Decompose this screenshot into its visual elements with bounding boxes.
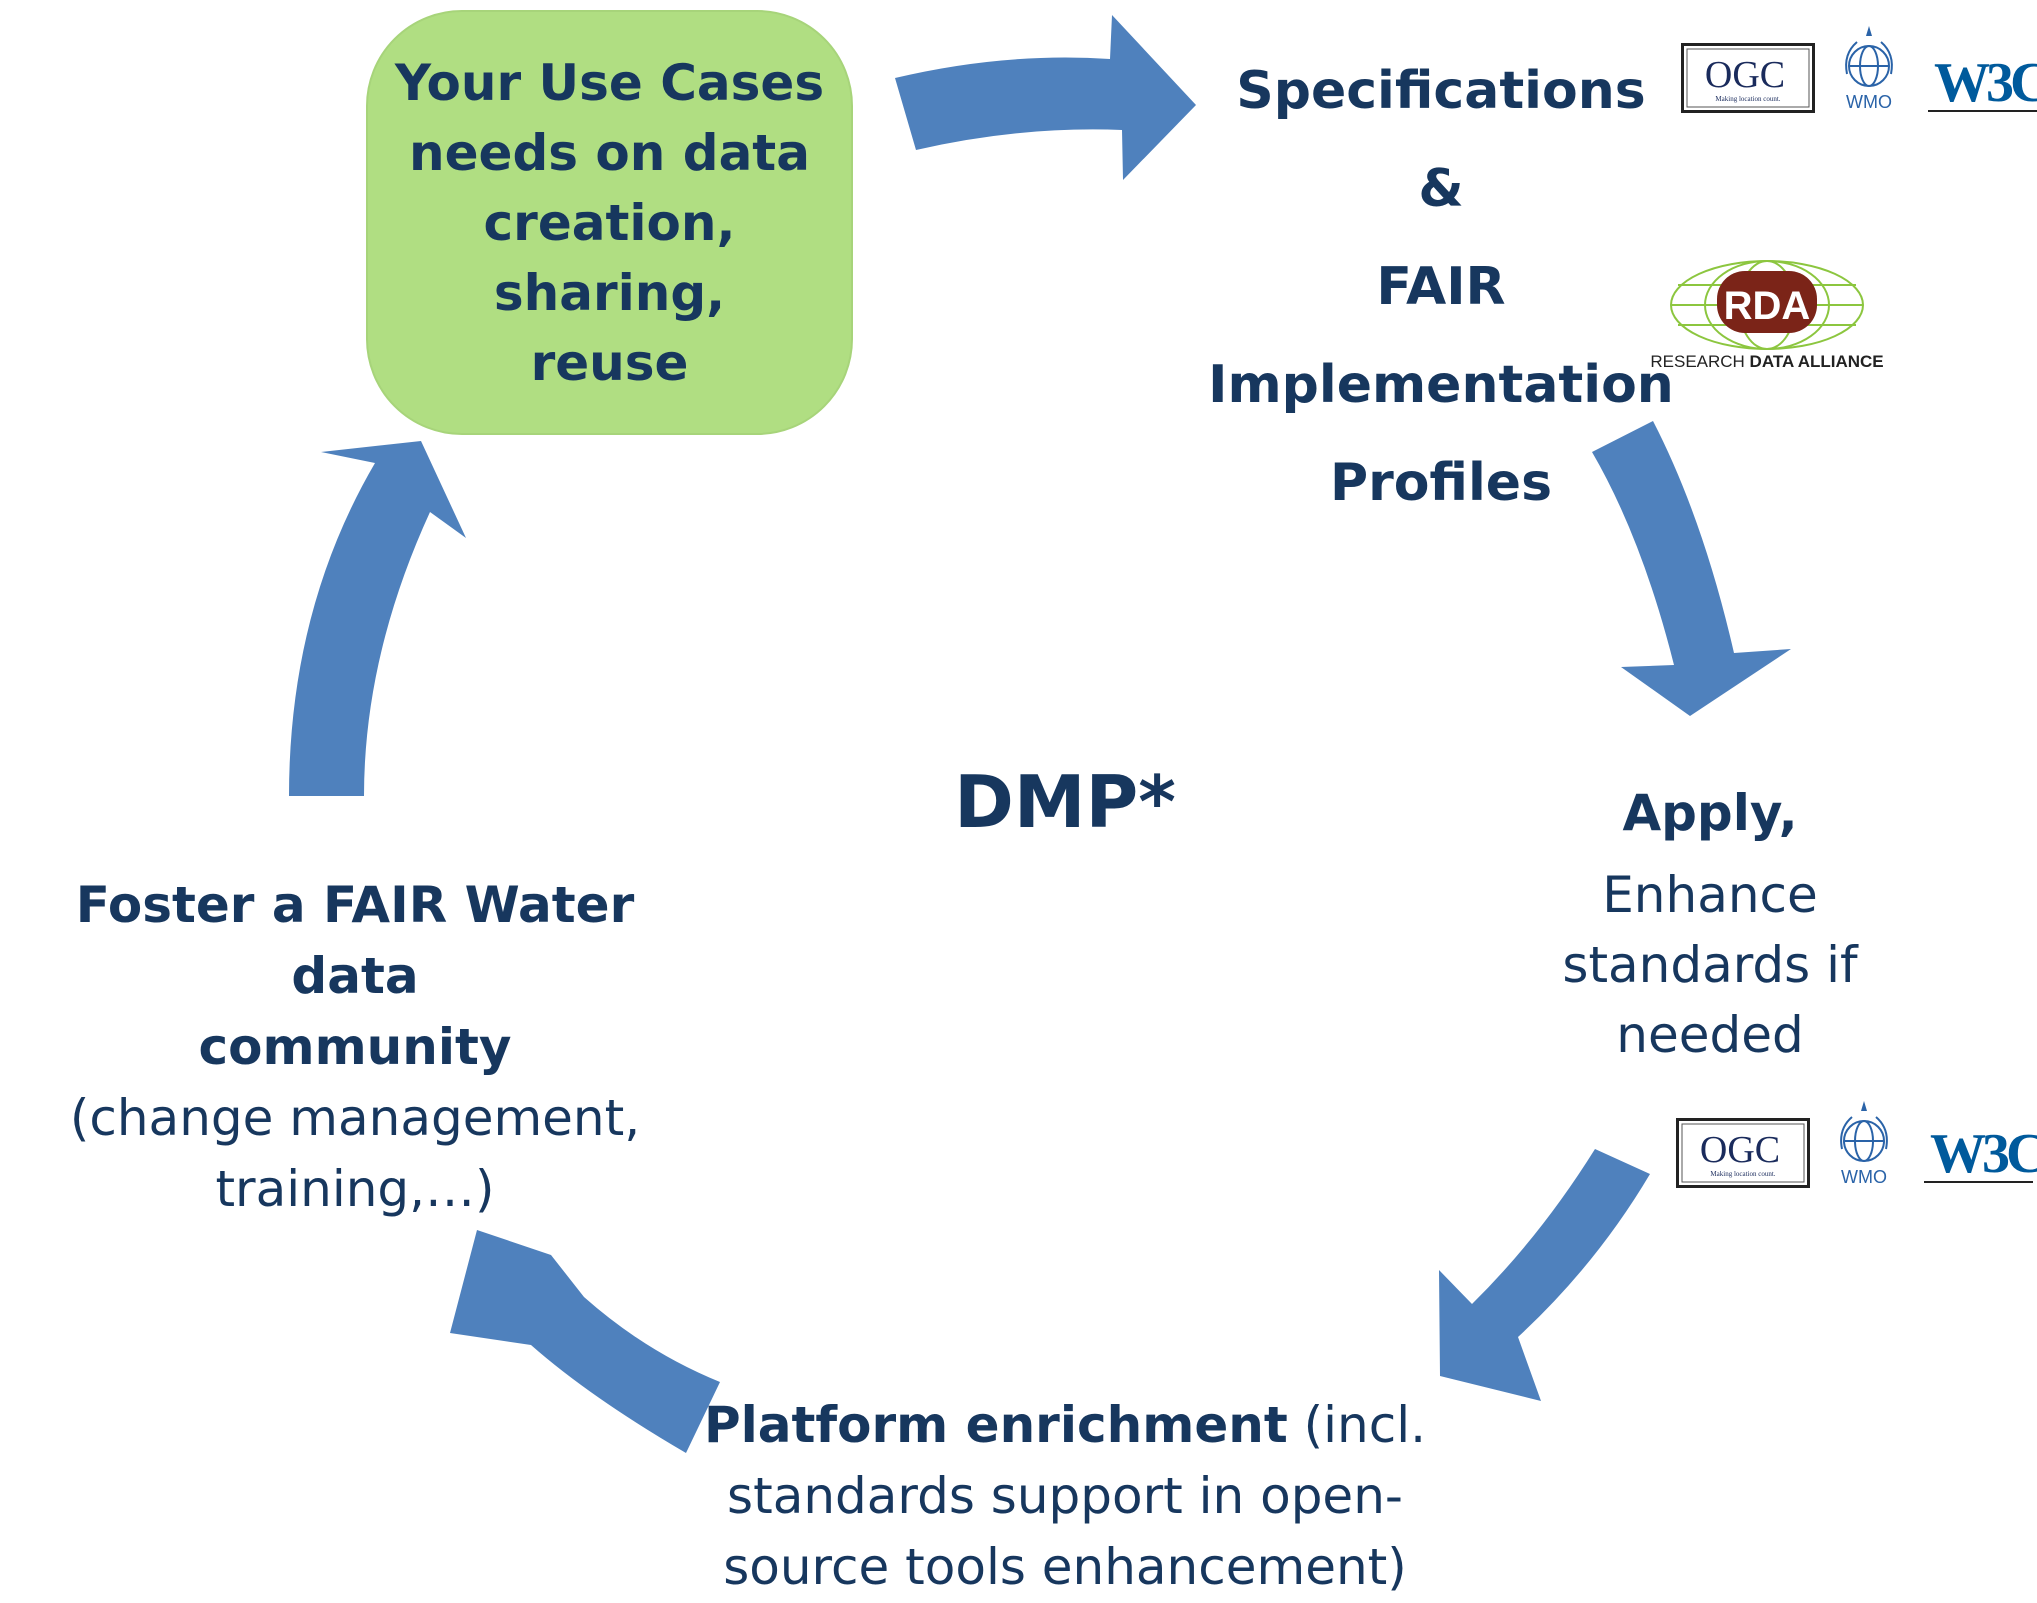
ogc-logo-tagline: Making location count. xyxy=(1710,1170,1775,1178)
w3c-logo: W3C xyxy=(1924,1123,2037,1185)
w3c-logo-text: W3C xyxy=(1934,52,2037,114)
platform-line: standards support in open- xyxy=(727,1467,1403,1525)
platform-first-line: Platform enrichment (incl. xyxy=(690,1390,1440,1461)
w3c-logo: W3C xyxy=(1928,52,2037,114)
foster-line: training,…) xyxy=(215,1160,495,1218)
platform-title-rest: (incl. xyxy=(1287,1396,1426,1454)
specifications-text: Specifications & FAIR Implementation Pro… xyxy=(1206,42,1676,532)
specifications-line: FAIR xyxy=(1376,257,1506,317)
apply-text: Apply, Enhance standards if needed xyxy=(1520,778,1900,1070)
platform-text: Platform enrichment (incl. standards sup… xyxy=(690,1390,1440,1603)
rda-tagline-light: RESEARCH xyxy=(1650,352,1749,371)
ogc-logo-tagline: Making location count. xyxy=(1715,95,1780,103)
rda-logo-text: RDA xyxy=(1724,284,1811,328)
rda-logo: RDA RESEARCH DATA ALLIANCE xyxy=(1650,260,1884,371)
w3c-logo-text: W3C xyxy=(1930,1123,2037,1185)
ogc-logo-text: OGC xyxy=(1705,54,1785,96)
platform-title: Platform enrichment xyxy=(703,1396,1288,1454)
arrow-to-use-cases xyxy=(289,441,466,796)
apply-line: standards if xyxy=(1562,936,1858,994)
foster-line: (change management, xyxy=(69,1089,641,1147)
wmo-label: WMO xyxy=(1841,1167,1887,1187)
arrow-to-foster xyxy=(450,1230,720,1453)
use-cases-line: creation, sharing, xyxy=(483,193,736,322)
arrow-to-specifications xyxy=(895,15,1196,180)
wmo-emblem: WMO xyxy=(1840,1101,1888,1187)
arrow-to-apply xyxy=(1592,421,1791,716)
wmo-emblem: WMO xyxy=(1845,26,1893,112)
apply-line: Enhance xyxy=(1602,866,1818,924)
foster-title-line: community xyxy=(198,1018,512,1076)
foster-text: Foster a FAIR Water data community (chan… xyxy=(10,870,700,1225)
rda-tagline: RESEARCH DATA ALLIANCE xyxy=(1650,352,1883,371)
ogc-logo: OGC Making location count. xyxy=(1681,43,1815,113)
platform-line: source tools enhancement) xyxy=(723,1538,1407,1596)
apply-title: Apply, xyxy=(1622,784,1798,842)
use-cases-line: needs on data xyxy=(409,123,810,182)
use-cases-line: reuse xyxy=(530,333,689,392)
use-cases-line: Your Use Cases xyxy=(394,53,825,112)
ogc-logo-text: OGC xyxy=(1700,1129,1780,1171)
ogc-logo: OGC Making location count. xyxy=(1676,1118,1810,1188)
use-cases-box: Your Use Cases needs on data creation, s… xyxy=(366,10,853,435)
apply-line: needed xyxy=(1616,1006,1804,1064)
center-label: DMP* xyxy=(954,760,1176,844)
specifications-line: Implementation xyxy=(1208,355,1674,415)
specifications-line: Profiles xyxy=(1329,453,1553,513)
arrow-to-platform xyxy=(1439,1149,1650,1401)
specifications-line: Specifications & xyxy=(1236,61,1646,219)
wmo-label: WMO xyxy=(1846,92,1892,112)
rda-tagline-bold: DATA ALLIANCE xyxy=(1750,352,1884,371)
foster-title-line: Foster a FAIR Water data xyxy=(75,876,635,1005)
